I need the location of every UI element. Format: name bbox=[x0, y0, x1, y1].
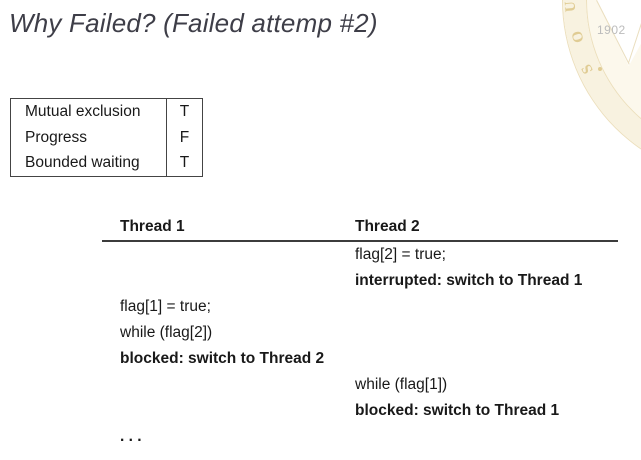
trace-row: blocked: switch to Thread 1 bbox=[102, 398, 618, 424]
seal-emblem-shape bbox=[597, 0, 641, 66]
seal-year-label: 1902 bbox=[597, 23, 626, 37]
seal-separator-dot-icon bbox=[598, 67, 602, 71]
scheduler-event-line: blocked: switch to Thread 1 bbox=[355, 402, 560, 419]
trace-row: while (flag[2]) bbox=[102, 320, 618, 346]
trace-row: while (flag[1]) bbox=[102, 372, 618, 398]
seal-emblem-edge-right bbox=[628, 19, 641, 64]
criterion-value: F bbox=[179, 128, 190, 146]
seal-inner-circle bbox=[586, 0, 641, 157]
seal-arc-letter: O bbox=[569, 28, 588, 45]
code-line: while (flag[1]) bbox=[355, 376, 448, 393]
trace-row: interrupted: switch to Thread 1 bbox=[102, 268, 618, 294]
trace-row: . . . bbox=[102, 424, 618, 450]
trace-row: flag[1] = true; bbox=[102, 294, 618, 320]
trace-row: blocked: switch to Thread 2 bbox=[102, 346, 618, 372]
thread2-column-header: Thread 2 bbox=[355, 218, 420, 235]
thread1-column-header: Thread 1 bbox=[120, 218, 185, 235]
table-row: Bounded waiting T bbox=[11, 150, 202, 177]
header-rule bbox=[102, 240, 618, 242]
trace-row: flag[2] = true; bbox=[102, 242, 618, 268]
trace-header-row: Thread 1 Thread 2 bbox=[102, 214, 618, 240]
seal-arc-letter: S bbox=[578, 61, 597, 77]
seal-ring bbox=[563, 0, 641, 180]
seal-arc-letter: U bbox=[562, 0, 580, 13]
code-line: while (flag[2]) bbox=[120, 324, 213, 341]
execution-trace: Thread 1 Thread 2 flag[2] = true; interr… bbox=[102, 214, 618, 450]
ellipsis-line: . . . bbox=[120, 428, 142, 445]
table-row: Mutual exclusion T bbox=[11, 99, 202, 125]
criterion-value: T bbox=[179, 154, 190, 172]
criterion-label: Bounded waiting bbox=[11, 150, 167, 177]
slide-title: Why Failed? (Failed attemp #2) bbox=[9, 8, 378, 38]
criterion-value: T bbox=[179, 102, 190, 120]
table-row: Progress F bbox=[11, 124, 202, 151]
criterion-label: Progress bbox=[11, 124, 167, 151]
code-line: flag[1] = true; bbox=[120, 298, 211, 315]
criterion-label: Mutual exclusion bbox=[11, 99, 167, 125]
seal-emblem-edge-left bbox=[596, 0, 630, 65]
scheduler-event-line: blocked: switch to Thread 2 bbox=[120, 350, 325, 367]
code-line: flag[2] = true; bbox=[355, 246, 446, 263]
scheduler-event-line: interrupted: switch to Thread 1 bbox=[355, 272, 583, 289]
criteria-table: Mutual exclusion T Progress F Bounded wa… bbox=[10, 98, 203, 177]
